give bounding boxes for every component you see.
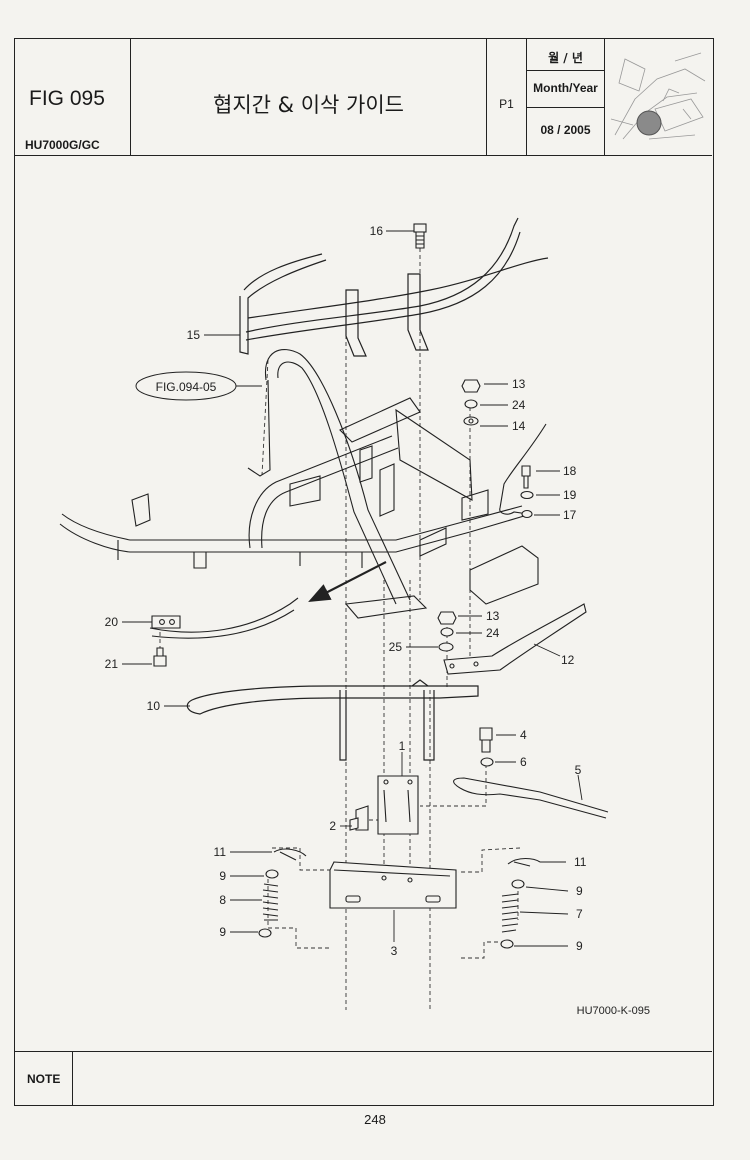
callout-11-right: 11 — [574, 855, 587, 869]
callout-11-left: 11 — [214, 845, 227, 859]
month-year-cell: 월 / 년 Month/Year 08 / 2005 — [527, 39, 605, 155]
note-label-cell: NOTE — [15, 1052, 73, 1106]
callout-24-lower: 24 — [486, 626, 500, 640]
part-3-mounting-plate — [329, 861, 457, 909]
callout-2: 2 — [329, 819, 336, 833]
callout-9-left-bottom: 9 — [219, 925, 226, 939]
part-20-curved-rod — [149, 597, 299, 639]
callout-12: 12 — [561, 653, 575, 667]
drawing-code: HU7000-K-095 — [577, 1005, 650, 1017]
month-year-label: Month/Year — [533, 81, 598, 95]
callout-21: 21 — [105, 657, 119, 671]
parts-sheet: FIG 095 HU7000G/GC 협지간 & 이삭 가이드 P1 월 / 년… — [14, 38, 714, 1106]
callout-numbers: 16 15 13 24 14 18 19 17 20 21 13 24 25 1… — [105, 224, 587, 958]
part-10-ear-guide-bar — [186, 679, 479, 761]
lower-nut-washer-stack-icon — [437, 611, 457, 652]
fig094-reference-callout: FIG.094-05 — [135, 371, 262, 401]
callout-17: 17 — [563, 508, 577, 522]
figure-number: FIG 095 — [29, 87, 105, 110]
callout-19: 19 — [563, 488, 577, 502]
callout-4: 4 — [520, 728, 527, 742]
callout-3: 3 — [391, 944, 398, 958]
callout-8: 8 — [219, 893, 226, 907]
part-1-bracket — [377, 775, 419, 835]
callout-9-right-top: 9 — [576, 884, 583, 898]
divider — [527, 70, 604, 71]
ref-callout-text: FIG.094-05 — [156, 380, 217, 394]
figure-title: 협지간 & 이삭 가이드 — [213, 93, 404, 117]
callout-24: 24 — [512, 398, 526, 412]
model-code: HU7000G/GC — [25, 138, 100, 152]
frame-fig094 — [59, 349, 539, 619]
callout-6: 6 — [520, 755, 527, 769]
part-2-pin-icon — [349, 805, 369, 831]
issue-date: 08 / 2005 — [540, 123, 591, 137]
upper-nut-washer-stack-icon — [461, 379, 481, 426]
callout-10: 10 — [147, 699, 161, 713]
machine-thumbnail-icon — [610, 52, 706, 140]
callout-15: 15 — [187, 328, 201, 342]
note-row: NOTE — [15, 1051, 712, 1106]
callout-18: 18 — [563, 464, 577, 478]
callout-7: 7 — [576, 907, 583, 921]
callout-25: 25 — [389, 640, 403, 654]
callout-13-lower: 13 — [486, 609, 500, 623]
page-number: 248 — [364, 1112, 386, 1127]
page-code: P1 — [499, 97, 514, 111]
part-12-guide-plate — [443, 603, 587, 675]
callout-9-left-top: 9 — [219, 869, 226, 883]
divider — [527, 107, 604, 108]
thumbnail-cell — [605, 39, 712, 155]
header-block: FIG 095 HU7000G/GC 협지간 & 이삭 가이드 P1 월 / 년… — [15, 39, 712, 156]
part-16-bolt-icon — [413, 223, 427, 249]
part-4-bolt-icon — [479, 727, 493, 753]
part-15-ear-guide-rail — [239, 217, 549, 357]
callout-9-right-bottom: 9 — [576, 939, 583, 953]
part-6-washer-icon — [480, 757, 494, 767]
callout-1: 1 — [399, 739, 406, 753]
callout-5: 5 — [575, 763, 582, 777]
leader-lines — [122, 230, 583, 947]
part-5-bent-rod — [453, 777, 609, 819]
callout-20: 20 — [105, 615, 119, 629]
fig-cell: FIG 095 HU7000G/GC — [15, 39, 131, 155]
callout-14: 14 — [512, 419, 526, 433]
callout-13: 13 — [512, 377, 526, 391]
note-label: NOTE — [27, 1072, 61, 1086]
part-17-rod-spring — [499, 423, 547, 519]
page-code-cell: P1 — [487, 39, 527, 155]
right-spring-set — [500, 857, 541, 949]
month-year-korean: 월 / 년 — [548, 51, 583, 65]
part-21-bolt-icon — [153, 647, 167, 667]
callout-16: 16 — [370, 224, 384, 238]
left-spring-set — [258, 848, 307, 938]
direction-arrow — [308, 561, 387, 603]
title-cell: 협지간 & 이삭 가이드 — [131, 39, 487, 155]
